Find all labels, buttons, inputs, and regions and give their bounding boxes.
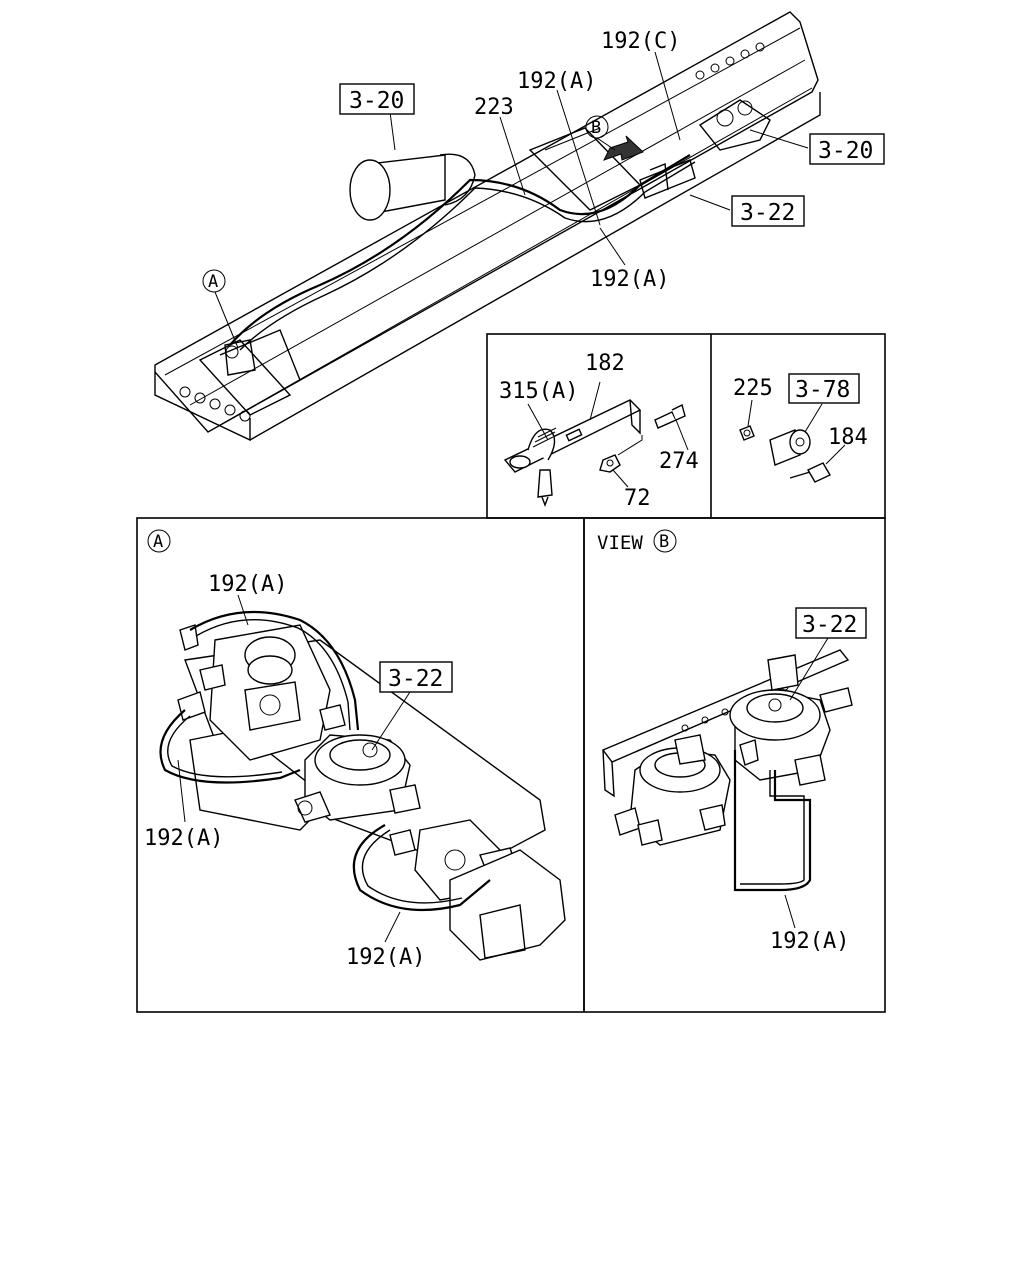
- view-b-heading: VIEW B: [597, 529, 677, 554]
- detail-a-marker-circle: [147, 529, 171, 553]
- ref-box-3-78: [788, 373, 860, 404]
- view-b-ref-3-22-label: 3-22: [802, 612, 857, 638]
- clip-drawing: [739, 399, 846, 483]
- marker-a-circle: [202, 269, 226, 293]
- detail-a-ref-box-3-22: [379, 661, 453, 693]
- detail-a-hose-left-label: 192(A): [144, 826, 223, 851]
- marker-b-label: B: [591, 118, 601, 138]
- part-182-label: 182: [585, 351, 625, 376]
- detail-a-hose-top-label: 192(A): [208, 572, 287, 597]
- view-b-drawing: [601, 637, 853, 929]
- detail-a-heading: A: [147, 529, 171, 553]
- ref-box-3-22-main: [731, 195, 805, 227]
- chassis-frame-drawing: [154, 11, 821, 442]
- hose-192c-label: 192(C): [601, 29, 680, 54]
- ref-box-3-20-right: [809, 133, 885, 165]
- view-b-hose-label: 192(A): [770, 929, 849, 954]
- hose-192a-bottom-label: 192(A): [590, 267, 669, 292]
- view-b-frame: [583, 517, 886, 1013]
- clip-inset-labels: 225 3-78 184: [733, 373, 868, 450]
- part-72-label: 72: [624, 486, 651, 511]
- view-b-ref-box-3-22: [795, 607, 867, 639]
- view-b-labels: 3-22 192(A): [770, 607, 867, 954]
- view-b-title: VIEW: [597, 532, 643, 554]
- detail-a-hose-bottom-label: 192(A): [346, 945, 425, 970]
- part-184-label: 184: [828, 425, 868, 450]
- ref-3-20-right-label: 3-20: [818, 138, 873, 164]
- detail-a-drawing: [159, 594, 566, 961]
- hose-192a-top-label: 192(A): [517, 69, 596, 94]
- view-b-marker: B: [659, 532, 669, 552]
- ref-3-22-main-label: 3-22: [740, 200, 795, 226]
- ref-3-20-left-label: 3-20: [349, 88, 404, 114]
- marker-a-label: A: [208, 272, 218, 292]
- bracket-inset-labels: 182 315(A) 274 72: [499, 351, 699, 511]
- part-223-label: 223: [474, 95, 514, 120]
- detail-a-ref-3-22-label: 3-22: [388, 666, 443, 692]
- ref-3-78-label: 3-78: [795, 377, 850, 403]
- marker-b-circle: [585, 115, 609, 139]
- ref-box-3-20-left: [339, 83, 415, 115]
- part-315a-label: 315(A): [499, 379, 578, 404]
- bracket-drawing: [503, 381, 689, 507]
- main-view-labels: 192(C) 192(A) 223 3-20 3-20 3-22 192(A) …: [202, 29, 885, 293]
- part-274-label: 274: [659, 449, 699, 474]
- part-225-label: 225: [733, 376, 773, 401]
- detail-a-marker: A: [153, 532, 163, 552]
- detail-a-labels: 192(A) 3-22 192(A) 192(A): [144, 572, 453, 970]
- view-b-marker-circle: [653, 529, 677, 553]
